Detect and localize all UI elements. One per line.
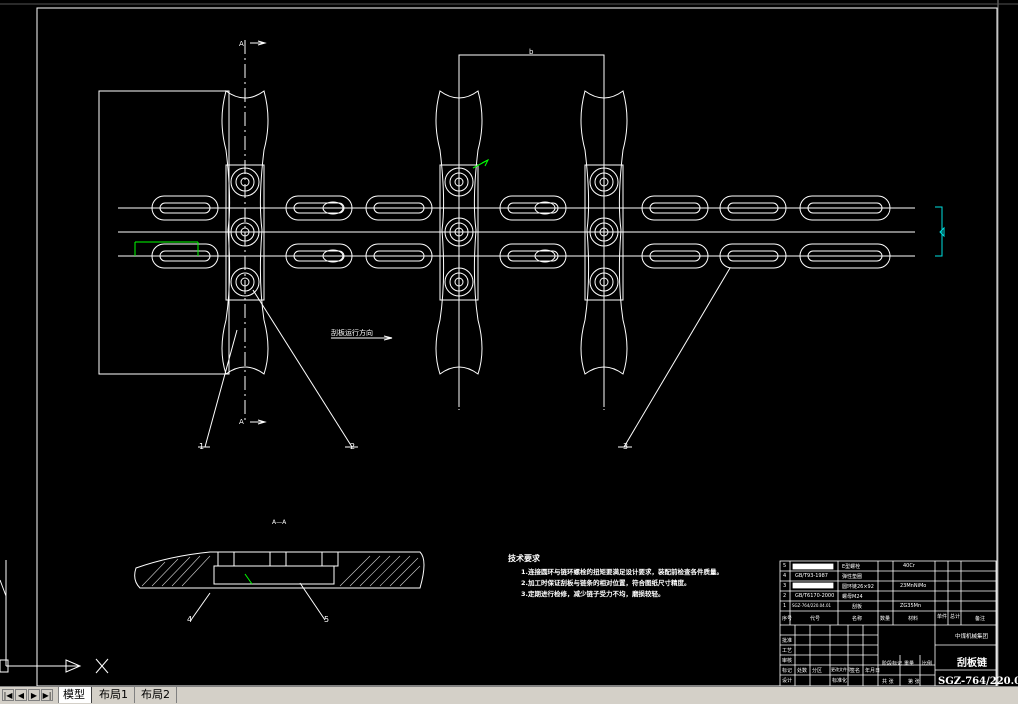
scraper-1	[221, 90, 269, 375]
sign-label: 标记	[782, 668, 793, 674]
model-space-viewport[interactable]: A A b 刮板运行方向 A—A 1 2 3 4 5 技术要求 1.连接圆环与链…	[0, 0, 1018, 687]
scraper-2	[435, 90, 483, 375]
sign-label: 批准	[782, 638, 793, 644]
balloon-3: 3	[623, 442, 629, 451]
part-name: 刮板	[852, 604, 863, 610]
tab-model[interactable]: 模型	[58, 687, 92, 703]
dimension-top-label: b	[529, 48, 534, 56]
part-material: 23MnNiMo	[900, 583, 927, 589]
sign-label: 重量	[904, 661, 915, 667]
last-tab-button[interactable]: ▶|	[41, 689, 53, 701]
sign-label: 分区	[812, 668, 823, 674]
section-view	[134, 551, 425, 589]
part-name: E型螺栓	[842, 564, 861, 570]
sign-label: 阶段标记	[882, 661, 903, 667]
part-name: 弹性垫圈	[842, 574, 863, 580]
sign-label: 比例	[922, 661, 933, 667]
balloon-1: 1	[199, 442, 205, 451]
sign-label: 处数	[797, 668, 808, 674]
direction-label: 刮板运行方向	[331, 329, 373, 337]
part-code: GB/T93-1987	[795, 573, 828, 579]
cad-drawing	[0, 0, 1018, 686]
sign-label: 工艺	[782, 648, 793, 654]
part-material: 40Cr	[903, 563, 915, 569]
sign-label: 共 张	[882, 679, 894, 685]
header-cell: 名称	[852, 616, 863, 622]
section-marker-bottom: A	[239, 418, 244, 426]
header-cell: 数量	[880, 616, 891, 622]
layout-tab-bar: |◀ ◀ ▶ ▶| 模型 布局1 布局2	[0, 686, 1018, 704]
tab-layout2[interactable]: 布局2	[137, 687, 177, 703]
ucs-icon	[0, 560, 109, 674]
header-cell: 单件	[937, 614, 948, 620]
tab-layout1[interactable]: 布局1	[95, 687, 135, 703]
part-material: ZG35Mn	[900, 603, 922, 609]
prev-tab-button[interactable]: ◀	[15, 689, 27, 701]
part-no: 4	[783, 573, 787, 579]
part-no: 2	[783, 593, 787, 599]
balloon-2: 2	[350, 442, 356, 451]
part-no: 3	[783, 583, 787, 589]
header-cell: 材料	[908, 616, 919, 622]
scraper-3	[580, 90, 628, 375]
horizontal-scrollbar[interactable]	[180, 690, 1018, 701]
sign-label: 设计	[782, 678, 793, 684]
tech-note-2: 2.加工时保证刮板与链条的相对位置，符合图纸尺寸精度。	[521, 579, 691, 587]
header-cell: 代号	[810, 616, 821, 622]
part-name: 圆环链26×92	[842, 584, 874, 590]
drawing-title: 刮板链	[957, 658, 987, 669]
tech-note-3: 3.定期进行检修，减少链子受力不均，磨损较轻。	[521, 590, 665, 598]
balloon-5: 5	[324, 615, 330, 624]
part-no: 1	[783, 603, 787, 609]
part-name: 螺母M24	[842, 594, 863, 600]
sign-label: 审核	[782, 658, 793, 664]
sign-label: 第 张	[908, 679, 920, 685]
sign-label: 签名	[850, 668, 861, 674]
chain-top	[151, 195, 891, 221]
drawing-code: SGZ-764/220.04	[938, 676, 1018, 687]
section-marker-top: A	[239, 40, 244, 48]
tech-requirements-title: 技术要求	[508, 554, 540, 563]
section-view-label: A—A	[272, 519, 287, 526]
bolt-group	[230, 167, 619, 297]
drawing-border	[36, 7, 998, 686]
sign-label: 年月日	[865, 668, 881, 674]
sign-label: 更改文件号	[831, 667, 851, 672]
header-cell: 备注	[975, 616, 986, 622]
chain-bottom	[151, 243, 891, 269]
title-block-unit: 中煤机械集团	[955, 634, 989, 640]
tech-note-1: 1.连接圆环与链环螺栓的扭矩要满足设计要求，装配前检查各件质量。	[521, 568, 723, 576]
header-cell: 序号	[782, 616, 793, 622]
part-no: 5	[783, 563, 787, 569]
sign-label: 标准化	[832, 678, 848, 684]
first-tab-button[interactable]: |◀	[2, 689, 14, 701]
header-cell: 总计	[950, 614, 961, 620]
next-tab-button[interactable]: ▶	[28, 689, 40, 701]
title-block-lines	[779, 560, 997, 686]
balloon-4: 4	[187, 615, 193, 624]
part-code: GB/T6170-2000	[795, 593, 835, 599]
part-code: SGZ-764/220.04.01	[792, 603, 832, 608]
